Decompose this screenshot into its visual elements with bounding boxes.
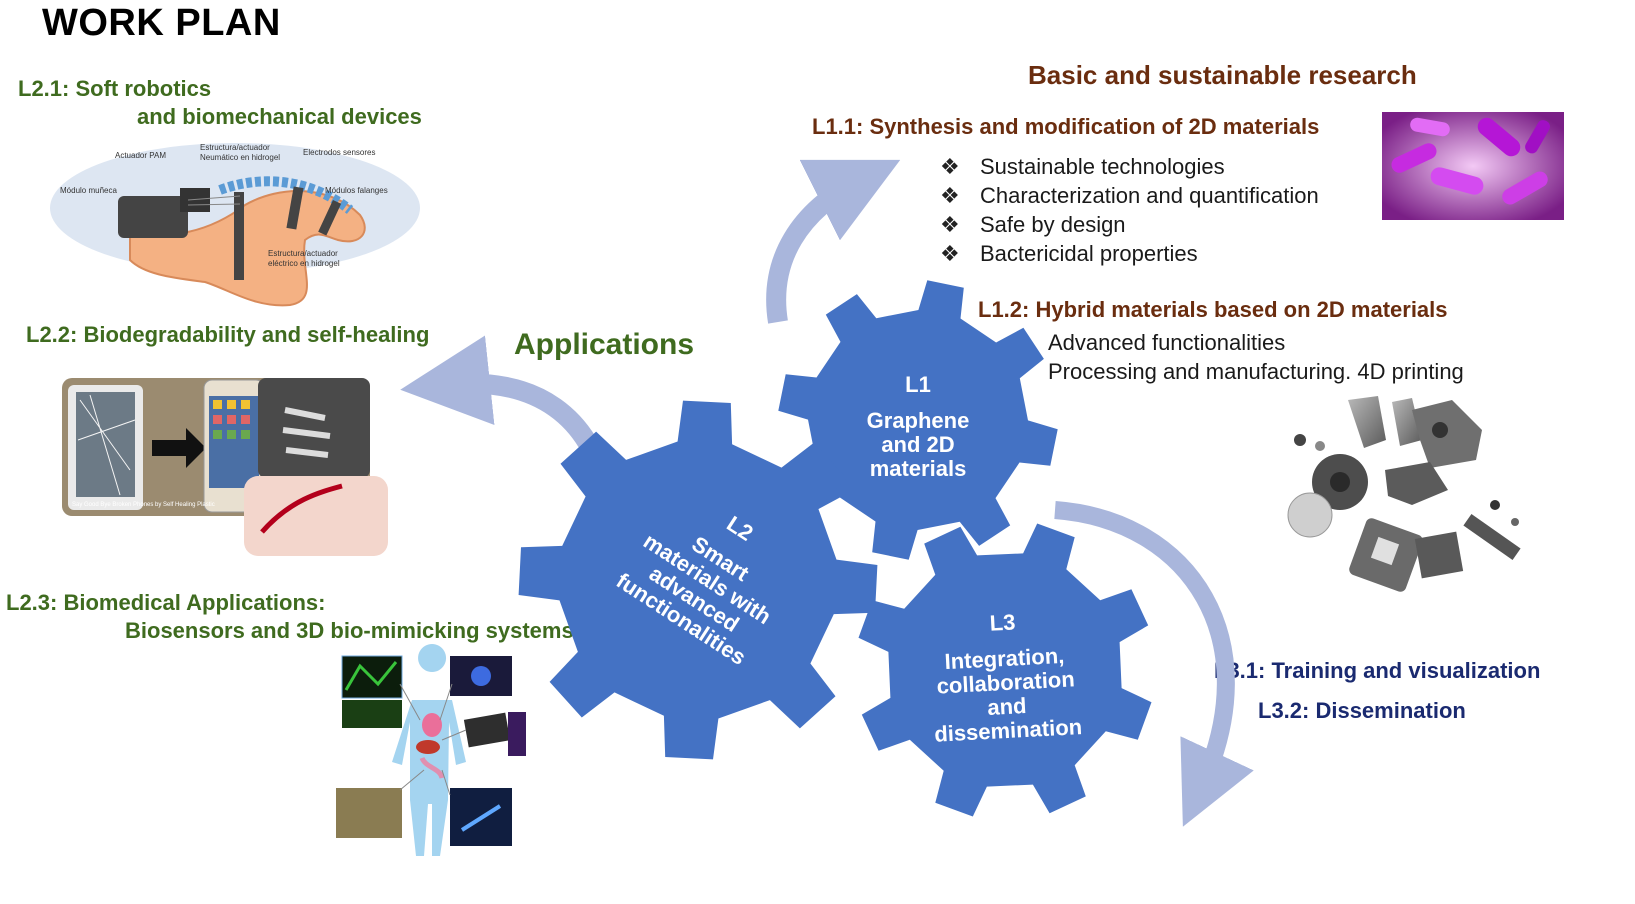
l22-heading: L2.2: Biodegradability and self-healing: [26, 322, 430, 347]
svg-text:eléctrico en hidrogel: eléctrico en hidrogel: [268, 259, 340, 268]
l32-label: L3.2: Dissemination: [1258, 698, 1466, 723]
gear-l1-text: L1 Graphene and 2D materials: [867, 372, 970, 481]
l11-heading: L1.1: Synthesis and modification of 2D m…: [812, 114, 1320, 139]
arrow-to-l11: [766, 159, 901, 324]
list-item: ❖Processing and manufacturing. 4D printi…: [1008, 357, 1464, 386]
bullet-icon: ❖: [940, 183, 960, 208]
l21-heading-line2: and biomechanical devices: [137, 104, 422, 129]
basic-research-header: Basic and sustainable research: [1028, 60, 1417, 90]
svg-text:Módulo muñeca: Módulo muñeca: [60, 186, 117, 195]
svg-text:L3: L3: [989, 609, 1016, 635]
printed-parts-image: [1287, 396, 1521, 592]
l12-bullet-list: ❖Advanced functionalities ❖Processing an…: [1008, 328, 1464, 386]
biomedical-body-image: [336, 644, 526, 856]
list-item: ❖Characterization and quantification: [940, 183, 1319, 208]
self-healing-phones-image: Say Good Bye Broken Phones by Self Heali…: [62, 378, 388, 556]
svg-text:and: and: [987, 693, 1027, 720]
svg-text:Módulos falanges: Módulos falanges: [325, 186, 388, 195]
l21-heading-line1: L2.1: Soft robotics: [18, 76, 212, 101]
arrow-to-l3: [1054, 501, 1254, 827]
svg-text:Actuador PAM: Actuador PAM: [115, 151, 166, 160]
bullet-icon: ❖: [940, 154, 960, 179]
svg-text:Graphene: Graphene: [867, 408, 970, 433]
bullet-icon: ❖: [940, 241, 960, 266]
bacteria-image: [1382, 112, 1564, 220]
gear-l3-icon: [858, 523, 1152, 817]
applications-label: Applications: [514, 328, 695, 361]
l23-heading-line2: Biosensors and 3D bio-mimicking systems: [125, 618, 574, 643]
soft-robotics-hand-image: Actuador PAM Estructura/actuador Neumáti…: [50, 143, 420, 307]
l12-heading: L1.2: Hybrid materials based on 2D mater…: [978, 297, 1448, 322]
l23-heading-line1: L2.3: Biomedical Applications:: [6, 590, 326, 615]
list-item: ❖Safe by design: [940, 212, 1126, 237]
l11-bullet-list: ❖Sustainable technologies ❖Characterizat…: [940, 152, 1319, 268]
svg-text:materials: materials: [870, 456, 967, 481]
svg-text:Neumático en hidrogel: Neumático en hidrogel: [200, 153, 280, 162]
svg-text:Estructura/actuador: Estructura/actuador: [200, 143, 270, 152]
gear-l1-icon: [778, 280, 1058, 560]
svg-text:Estructura/actuador: Estructura/actuador: [268, 249, 338, 258]
svg-text:L1: L1: [905, 372, 931, 397]
page-title: WORK PLAN: [42, 2, 281, 44]
svg-text:and 2D: and 2D: [881, 432, 954, 457]
bullet-icon: ❖: [940, 212, 960, 237]
list-item: ❖Sustainable technologies: [940, 154, 1225, 179]
svg-text:Say Good Bye Broken Phones by: Say Good Bye Broken Phones by Self Heali…: [72, 502, 215, 508]
list-item: ❖Bactericidal properties: [940, 241, 1198, 266]
gear-l2-icon: [518, 400, 878, 760]
svg-text:Electrodos sensores: Electrodos sensores: [303, 148, 375, 157]
l31-label: L3.1: Training and visualization: [1214, 658, 1541, 683]
gear-l3-text: L3 Integration, collaboration and dissem…: [934, 609, 1083, 746]
